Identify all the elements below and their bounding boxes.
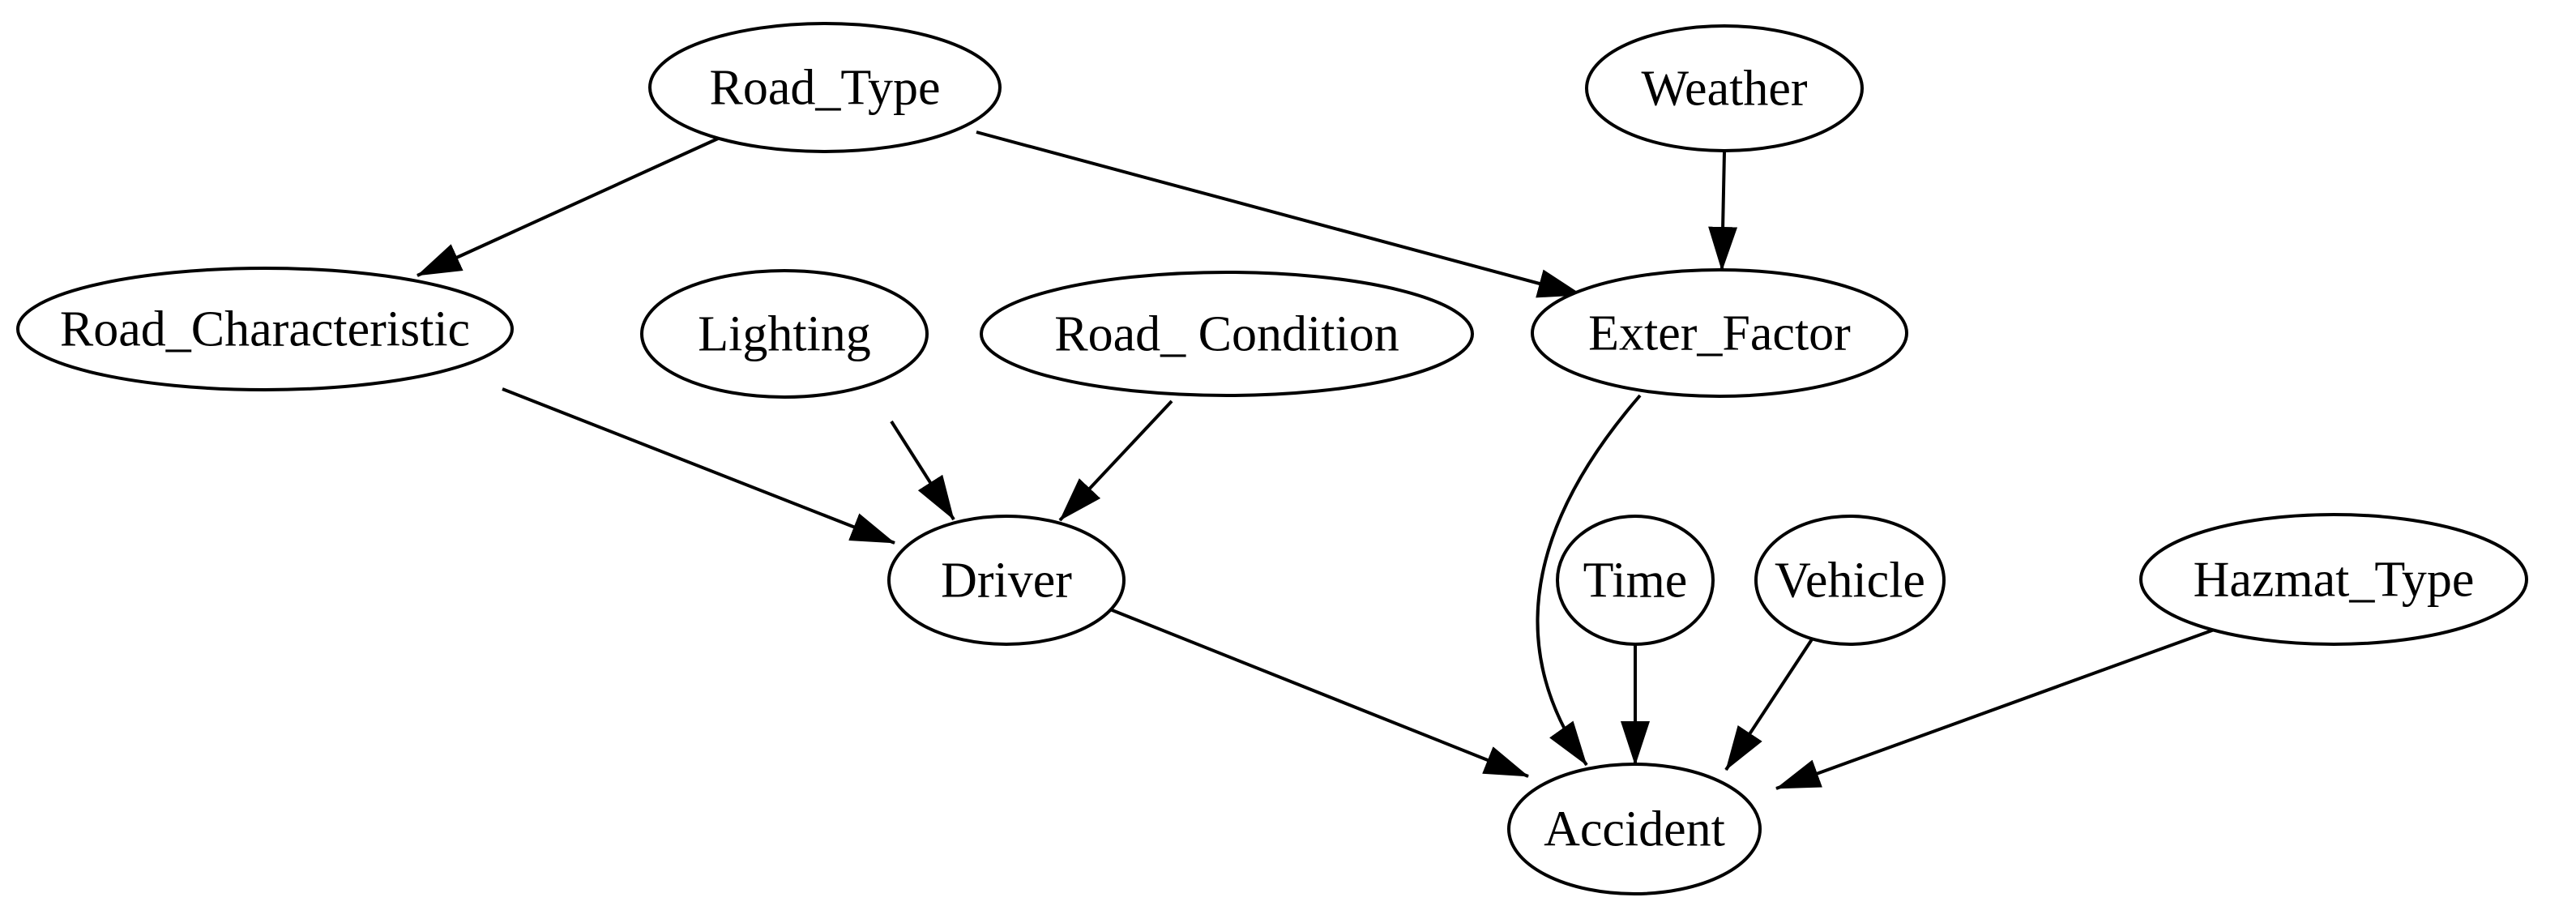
node-ellipse-driver — [887, 515, 1126, 646]
node-time: Time — [1556, 515, 1715, 646]
node-ellipse-hazmat_type — [2139, 513, 2528, 646]
node-vehicle: Vehicle — [1754, 515, 1946, 646]
edge-exter_factor-to-accident — [1536, 394, 1642, 767]
node-label-exter_factor: Exter_Factor — [1588, 306, 1851, 361]
node-ellipse-exter_factor — [1531, 268, 1908, 398]
node-label-accident: Accident — [1544, 801, 1725, 857]
node-label-road_condition: Road_ Condition — [1054, 306, 1399, 361]
node-ellipse-lighting — [640, 269, 929, 399]
node-driver: Driver — [887, 515, 1126, 646]
edge-hazmat_type-to-accident — [1775, 626, 2219, 790]
node-ellipse-accident — [1507, 763, 1762, 895]
node-road_type: Road_Type — [648, 22, 1002, 153]
node-label-weather: Weather — [1642, 61, 1808, 116]
edge-road_characteristic-to-driver — [502, 387, 895, 545]
node-weather: Weather — [1585, 24, 1864, 152]
edge-road_type-to-exter_factor — [976, 130, 1583, 298]
edge-weather-to-exter_factor — [1708, 151, 1738, 271]
node-label-road_characteristic: Road_Characteristic — [60, 301, 470, 357]
node-ellipse-road_condition — [980, 271, 1474, 397]
node-label-hazmat_type: Hazmat_Type — [2194, 552, 2475, 607]
edge-vehicle-to-accident — [1724, 635, 1815, 771]
node-ellipse-road_characteristic — [16, 267, 514, 391]
node-label-road_type: Road_Type — [710, 60, 941, 115]
node-road_characteristic: Road_Characteristic — [16, 267, 514, 391]
node-lighting: Lighting — [640, 269, 929, 399]
node-road_condition: Road_ Condition — [980, 271, 1474, 397]
node-ellipse-vehicle — [1754, 515, 1946, 646]
node-exter_factor: Exter_Factor — [1531, 268, 1908, 398]
node-label-vehicle: Vehicle — [1775, 553, 1925, 608]
node-hazmat_type: Hazmat_Type — [2139, 513, 2528, 646]
node-ellipse-time — [1556, 515, 1715, 646]
node-label-driver: Driver — [941, 553, 1072, 608]
node-ellipse-road_type — [648, 22, 1002, 153]
edge-road_condition-to-driver — [1058, 400, 1173, 522]
edge-road_type-to-road_characteristic — [417, 137, 719, 277]
node-accident: Accident — [1507, 763, 1762, 895]
node-ellipse-weather — [1585, 24, 1864, 152]
node-label-time: Time — [1583, 553, 1688, 608]
edge-driver-to-accident — [1105, 606, 1529, 778]
node-label-lighting: Lighting — [698, 306, 871, 361]
edge-lighting-to-driver — [890, 420, 955, 521]
